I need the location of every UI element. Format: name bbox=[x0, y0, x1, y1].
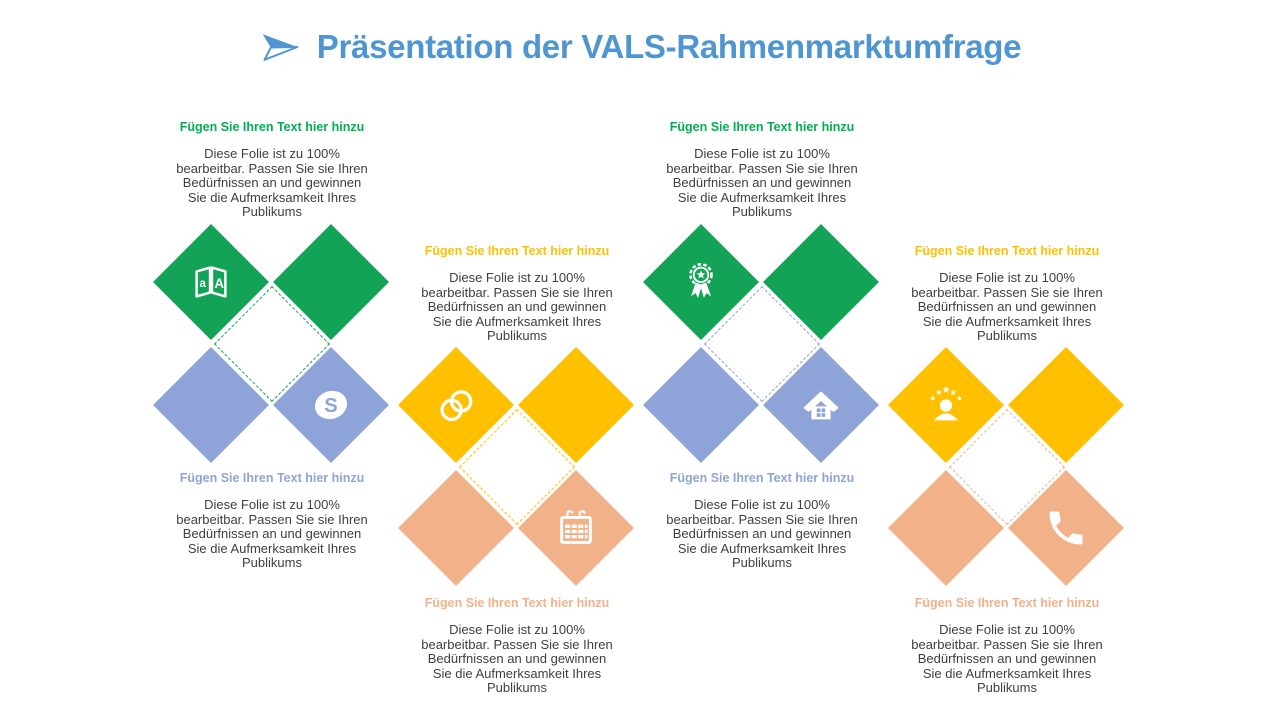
group1-top-text: Fügen Sie Ihren Text hier hinzu Diese Fo… bbox=[170, 120, 374, 220]
group3-diamond-bottom-right bbox=[763, 347, 879, 463]
svg-text:a: a bbox=[200, 278, 207, 290]
placeholder-heading: Fügen Sie Ihren Text hier hinzu bbox=[669, 471, 855, 485]
phone-icon bbox=[1044, 506, 1088, 550]
group2-bottom-text: Fügen Sie Ihren Text hier hinzu Diese Fo… bbox=[415, 596, 619, 696]
placeholder-body: Diese Folie ist zu 100% bearbeitbar. Pas… bbox=[176, 146, 368, 220]
placeholder-heading: Fügen Sie Ihren Text hier hinzu bbox=[179, 120, 365, 134]
placeholder-heading: Fügen Sie Ihren Text hier hinzu bbox=[914, 596, 1100, 610]
group4-top-text: Fügen Sie Ihren Text hier hinzu Diese Fo… bbox=[905, 244, 1109, 344]
arrowhead-bullet-icon bbox=[259, 29, 301, 65]
placeholder-body: Diese Folie ist zu 100% bearbeitbar. Pas… bbox=[666, 146, 858, 220]
group4-bottom-text: Fügen Sie Ihren Text hier hinzu Diese Fo… bbox=[905, 596, 1109, 696]
placeholder-body: Diese Folie ist zu 100% bearbeitbar. Pas… bbox=[911, 270, 1103, 344]
award-ribbon-icon bbox=[678, 259, 724, 305]
group3-top-text: Fügen Sie Ihren Text hier hinzu Diese Fo… bbox=[660, 120, 864, 220]
group1-diamond-bottom-right: S bbox=[273, 347, 389, 463]
group4-diamond-top-left bbox=[888, 347, 1004, 463]
skype-icon: S bbox=[308, 382, 354, 428]
translator-icon: a A bbox=[188, 259, 234, 305]
placeholder-body: Diese Folie ist zu 100% bearbeitbar. Pas… bbox=[421, 622, 613, 696]
wedding-rings-icon bbox=[433, 382, 479, 428]
placeholder-heading: Fügen Sie Ihren Text hier hinzu bbox=[669, 120, 855, 134]
group1-bottom-text: Fügen Sie Ihren Text hier hinzu Diese Fo… bbox=[170, 471, 374, 571]
home-icon bbox=[798, 382, 844, 428]
group2-diamond-bottom-right bbox=[518, 470, 634, 586]
group4-diamond-bottom-right bbox=[1008, 470, 1124, 586]
slide-title: Präsentation der VALS-Rahmenmarktumfrage bbox=[316, 28, 1022, 65]
group2-diamond-top-left bbox=[398, 347, 514, 463]
group2-top-text: Fügen Sie Ihren Text hier hinzu Diese Fo… bbox=[415, 244, 619, 344]
group1-diamond-top-left: a A bbox=[153, 224, 269, 340]
placeholder-body: Diese Folie ist zu 100% bearbeitbar. Pas… bbox=[911, 622, 1103, 696]
placeholder-heading: Fügen Sie Ihren Text hier hinzu bbox=[914, 244, 1100, 258]
svg-text:A: A bbox=[214, 276, 224, 291]
placeholder-heading: Fügen Sie Ihren Text hier hinzu bbox=[424, 596, 610, 610]
group3-diamond-top-left bbox=[643, 224, 759, 340]
svg-text:S: S bbox=[324, 395, 337, 417]
group3-bottom-text: Fügen Sie Ihren Text hier hinzu Diese Fo… bbox=[660, 471, 864, 571]
placeholder-heading: Fügen Sie Ihren Text hier hinzu bbox=[424, 244, 610, 258]
placeholder-body: Diese Folie ist zu 100% bearbeitbar. Pas… bbox=[421, 270, 613, 344]
placeholder-body: Diese Folie ist zu 100% bearbeitbar. Pas… bbox=[666, 497, 858, 571]
placeholder-heading: Fügen Sie Ihren Text hier hinzu bbox=[179, 471, 365, 485]
slide-title-row: Präsentation der VALS-Rahmenmarktumfrage bbox=[0, 28, 1280, 66]
person-stars-icon bbox=[923, 382, 969, 428]
placeholder-body: Diese Folie ist zu 100% bearbeitbar. Pas… bbox=[176, 497, 368, 571]
calendar-icon bbox=[553, 505, 599, 551]
